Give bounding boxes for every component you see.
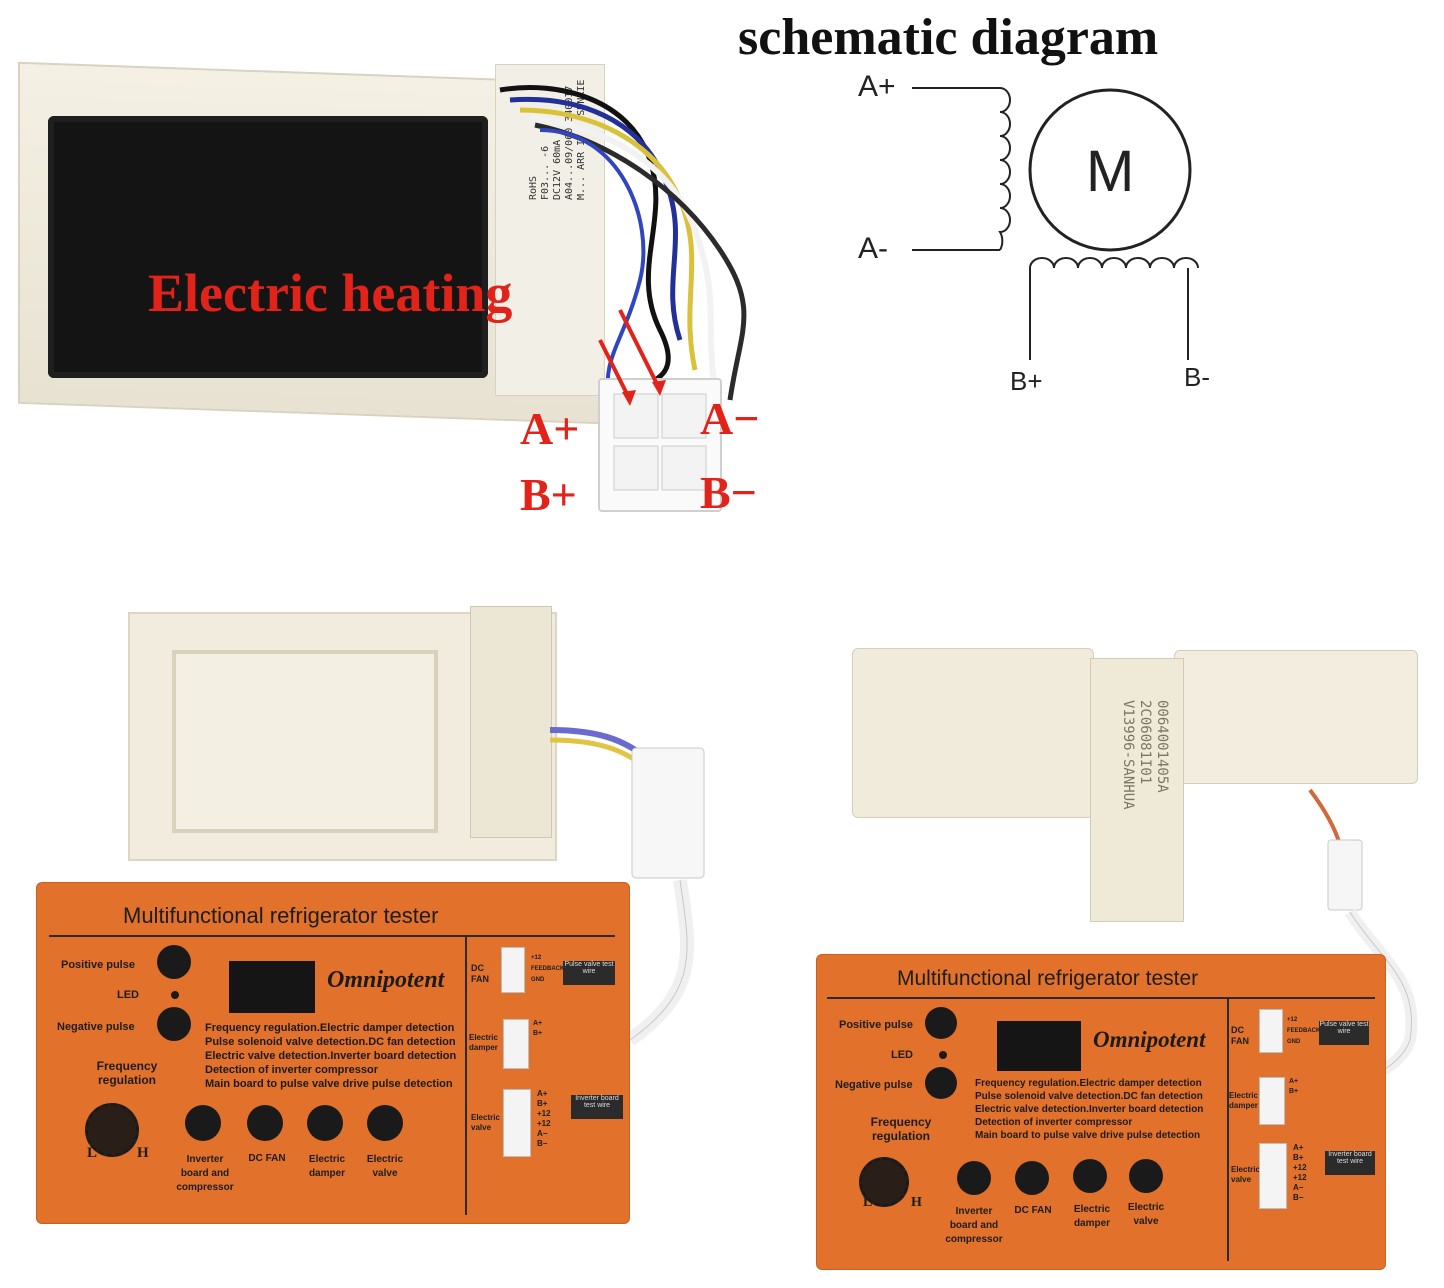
electric-damper-port-label: Electric damper [1229,1091,1258,1110]
dc-fan-button-label: DC FAN [248,1153,286,1164]
electric-valve-port[interactable] [1259,1143,1287,1209]
detection-line-5: Main board to pulse valve drive pulse de… [205,1078,453,1090]
detection-line-5: Main board to pulse valve drive pulse de… [975,1130,1201,1141]
electric-damper-button[interactable] [307,1105,343,1141]
terminal-a-plus: A+ [858,70,896,103]
pin-b-plus-label: B+ [520,469,577,520]
detection-line-1: Frequency regulation.Electric damper det… [205,1022,455,1034]
pulse-valve-tag: Pulse valve test wire [1319,1021,1369,1045]
damper-motor-cap [470,606,552,838]
lcd-display [997,1021,1081,1071]
electric-valve-button[interactable] [1129,1159,1163,1193]
electric-heater-pad [48,116,488,378]
frequency-regulation-label: Frequency regulation [96,1059,158,1087]
inverter-button-label: Inverter board and compressor [945,1206,1003,1245]
electric-valve-button[interactable] [367,1105,403,1141]
knob-high-label: H [911,1195,922,1210]
electric-damper-port[interactable] [1259,1077,1285,1125]
dc-fan-port-label: DC FAN [1231,1025,1249,1046]
motor-body-engraving: 0064001405A 2C06081I01 V13996-SANHUA [1120,700,1170,810]
lcd-display [229,961,315,1013]
led-indicator [171,991,179,999]
detection-line-4: Detection of inverter compressor [975,1117,1133,1128]
dc-fan-button[interactable] [1015,1161,1049,1195]
knob-low-label: L [863,1195,873,1210]
dc-fan-button[interactable] [247,1105,283,1141]
electric-valve-button-label: Electric valve [366,1154,404,1179]
electric-valve-button-label: Electric valve [1127,1202,1165,1227]
inverter-button[interactable] [185,1105,221,1141]
knob-high-label: H [137,1145,149,1161]
terminal-b-minus: B- [1184,362,1210,392]
dc-fan-button-label: DC FAN [1014,1205,1052,1216]
detection-line-2: Pulse solenoid valve detection.DC fan de… [975,1091,1203,1102]
electric-valve-port-label: Electric valve [471,1113,500,1132]
positive-pulse-button[interactable] [925,1007,957,1039]
dc-fan-port-label: DC FAN [471,963,489,984]
negative-pulse-button[interactable] [925,1067,957,1099]
pin-b-minus-label: B− [700,467,757,518]
brand-label: Omnipotent [327,967,445,993]
damper-pin-labels: A+ B+ [1289,1078,1299,1095]
pulse-valve-tag: Pulse valve test wire [563,961,615,985]
inverter-tag: Inverter board test wire [571,1095,623,1119]
detection-line-2: Pulse solenoid valve detection.DC fan de… [205,1036,456,1048]
damper-motor-body [1090,658,1184,922]
terminal-a-minus: A- [858,232,888,265]
tester-title: Multifunctional refrigerator tester [123,903,439,928]
pin-a-plus-label: A+ [520,403,580,454]
motor-symbol-label: M [1086,139,1135,204]
positive-pulse-label: Positive pulse [61,959,135,971]
stepper-motor-schematic [912,87,1199,360]
inverter-button[interactable] [957,1161,991,1195]
dc-fan-port[interactable] [501,947,525,993]
tester-panel-left: Multifunctional refrigerator tester Posi… [36,882,630,1224]
pin-a-minus-label: A− [700,393,760,444]
led-label: LED [117,989,139,1001]
damper-pin-labels: A+ B+ [533,1020,543,1037]
positive-pulse-button[interactable] [157,945,191,979]
dc-fan-pin-labels: +12 FEEDBACK GND [1287,1017,1321,1045]
schematic-title: schematic diagram [738,9,1159,66]
electric-damper-port-label: Electric damper [469,1033,498,1052]
electric-damper-button-label: Electric damper [308,1154,346,1179]
inverter-tag: Inverter board test wire [1325,1151,1375,1175]
positive-pulse-label: Positive pulse [839,1019,913,1031]
detection-line-1: Frequency regulation.Electric damper det… [975,1078,1202,1089]
tester-title: Multifunctional refrigerator tester [897,967,1199,990]
detection-line-3: Electric valve detection.Inverter board … [975,1104,1204,1115]
tester-cable-left [549,727,705,1046]
terminal-b-plus: B+ [1010,366,1043,396]
electric-damper-button[interactable] [1073,1159,1107,1193]
brand-label: Omnipotent [1093,1027,1206,1052]
damper-housing-left [852,648,1094,818]
valve-pin-labels: A+ B+ +12 +12 A− B− [1293,1143,1307,1202]
dc-fan-port[interactable] [1259,1009,1283,1053]
tester-panel-right: Multifunctional refrigerator tester Posi… [816,954,1386,1270]
detection-line-3: Electric valve detection.Inverter board … [205,1050,457,1062]
electric-heating-label: Electric heating [148,263,513,323]
valve-pin-labels: A+ B+ +12 +12 A− B− [537,1089,551,1148]
connector-block [598,378,722,512]
negative-pulse-button[interactable] [157,1007,191,1041]
negative-pulse-label: Negative pulse [57,1021,135,1033]
damper-foam-recess [172,650,438,833]
electric-valve-port[interactable] [503,1089,531,1157]
heating-arrows [598,309,666,406]
knob-low-label: L [87,1145,98,1161]
frequency-knob[interactable] [859,1157,909,1207]
negative-pulse-label: Negative pulse [835,1079,913,1091]
frequency-knob[interactable] [85,1103,139,1157]
electric-damper-port[interactable] [503,1019,529,1069]
led-indicator [939,1051,947,1059]
damper-housing-right [1174,650,1418,784]
led-label: LED [891,1049,913,1061]
inverter-button-label: Inverter board and compressor [176,1154,234,1193]
frequency-regulation-label: Frequency regulation [870,1115,932,1143]
detection-line-4: Detection of inverter compressor [205,1064,378,1076]
electric-valve-port-label: Electric valve [1231,1165,1260,1184]
electric-damper-button-label: Electric damper [1073,1204,1111,1229]
dc-fan-pin-labels: +12 FEEDBACK GND [531,955,565,983]
